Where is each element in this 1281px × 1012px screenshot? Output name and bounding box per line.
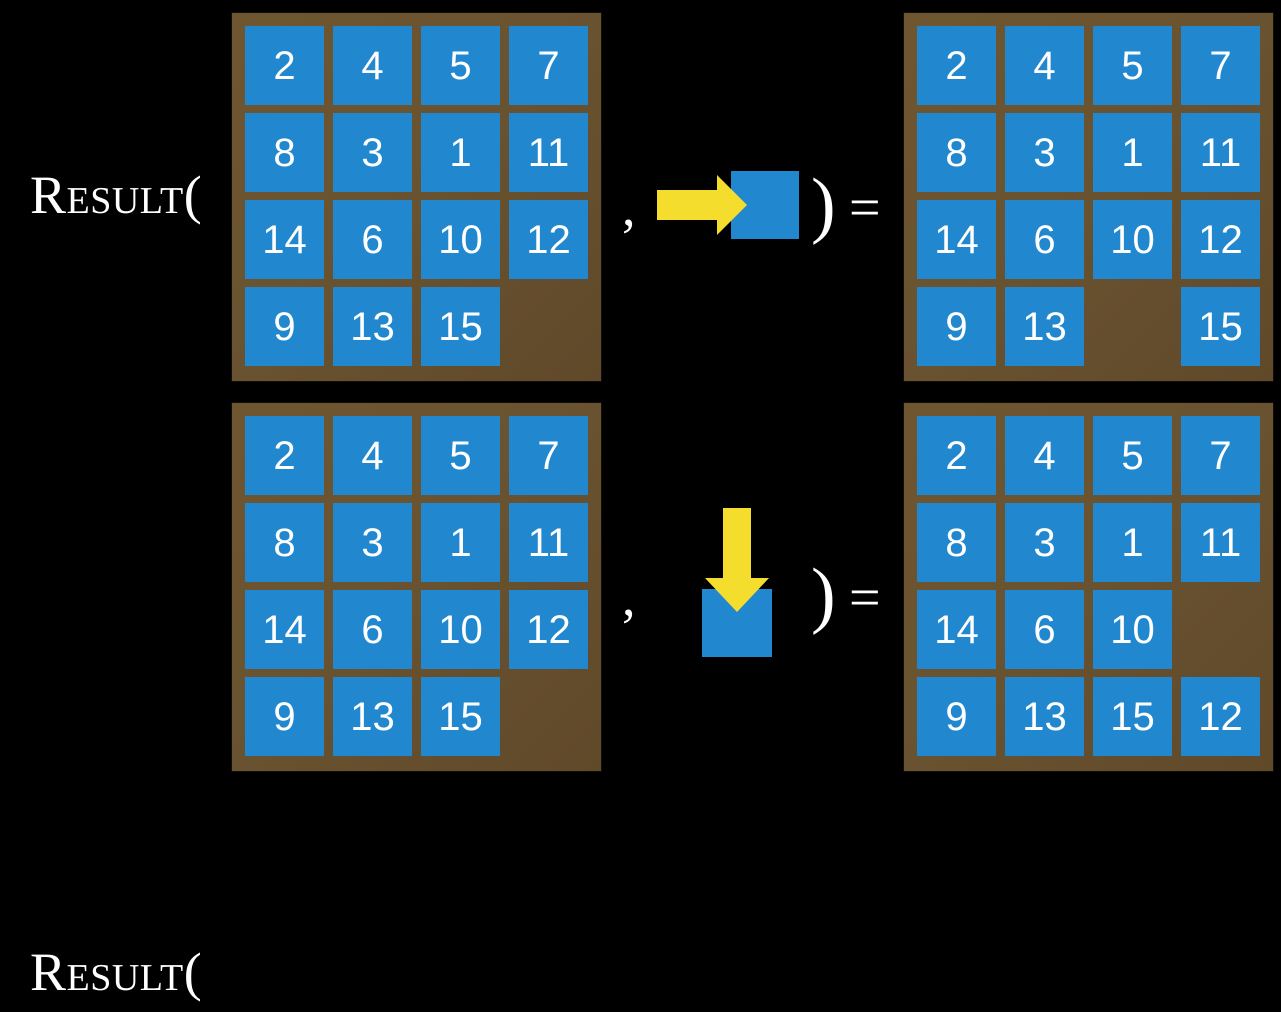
tile[interactable]: 11 (1181, 113, 1260, 192)
tile[interactable]: 6 (333, 590, 412, 669)
tile[interactable]: 6 (1005, 200, 1084, 279)
tile-blank[interactable] (509, 287, 588, 366)
output-board-1-grid: 2 4 5 7 8 3 1 11 14 6 10 12 9 13 15 (917, 26, 1260, 368)
equals-sign: = (849, 177, 881, 239)
close-paren: ) (811, 554, 836, 636)
tile[interactable]: 6 (333, 200, 412, 279)
input-board-1-grid: 2 4 5 7 8 3 1 11 14 6 10 12 9 13 15 (245, 26, 588, 368)
tile[interactable]: 3 (1005, 503, 1084, 582)
tile[interactable]: 1 (1093, 503, 1172, 582)
tile[interactable]: 4 (1005, 26, 1084, 105)
tile[interactable]: 1 (1093, 113, 1172, 192)
tile[interactable]: 4 (333, 416, 412, 495)
arrow-down-icon (705, 508, 769, 612)
close-paren: ) (811, 164, 836, 246)
tile[interactable]: 15 (1181, 287, 1260, 366)
tile[interactable]: 13 (333, 287, 412, 366)
operand-area-2: , ) = (601, 390, 901, 780)
tile[interactable]: 12 (1181, 200, 1260, 279)
tile[interactable]: 5 (1093, 26, 1172, 105)
tile[interactable]: 9 (917, 677, 996, 756)
tile[interactable]: 10 (1093, 200, 1172, 279)
tile[interactable]: 2 (917, 26, 996, 105)
tile[interactable]: 14 (917, 590, 996, 669)
tile[interactable]: 11 (509, 503, 588, 582)
input-board-2: 2 4 5 7 8 3 1 11 14 6 10 12 9 13 15 (232, 403, 601, 771)
tile[interactable]: 11 (1181, 503, 1260, 582)
tile[interactable]: 13 (1005, 287, 1084, 366)
operand-area-1: , ) = (601, 0, 901, 390)
tile[interactable]: 12 (1181, 677, 1260, 756)
tile[interactable]: 13 (1005, 677, 1084, 756)
tile[interactable]: 11 (509, 113, 588, 192)
tile-blank[interactable] (1093, 287, 1172, 366)
tile[interactable]: 3 (333, 503, 412, 582)
tile[interactable]: 7 (509, 416, 588, 495)
tile[interactable]: 15 (1093, 677, 1172, 756)
tile[interactable]: 5 (1093, 416, 1172, 495)
move-blank-right-glyph[interactable] (651, 160, 801, 250)
tile[interactable]: 2 (917, 416, 996, 495)
tile[interactable]: 8 (917, 113, 996, 192)
output-board-2: 2 4 5 7 8 3 1 11 14 6 10 9 13 15 12 (904, 403, 1273, 771)
tile[interactable]: 14 (245, 590, 324, 669)
tile[interactable]: 8 (245, 113, 324, 192)
tile[interactable]: 2 (245, 26, 324, 105)
tile[interactable]: 9 (245, 287, 324, 366)
tile[interactable]: 5 (421, 26, 500, 105)
equation-row-2: Result( 2 4 5 7 8 3 1 11 14 6 10 12 9 13… (0, 390, 1281, 1002)
output-board-1: 2 4 5 7 8 3 1 11 14 6 10 12 9 13 15 (904, 13, 1273, 381)
tile[interactable]: 7 (509, 26, 588, 105)
tile[interactable]: 9 (245, 677, 324, 756)
equals-sign: = (849, 567, 881, 629)
tile[interactable]: 15 (421, 677, 500, 756)
tile[interactable]: 4 (1005, 416, 1084, 495)
tile[interactable]: 3 (1005, 113, 1084, 192)
input-board-1: 2 4 5 7 8 3 1 11 14 6 10 12 9 13 15 (232, 13, 601, 381)
tile[interactable]: 14 (917, 200, 996, 279)
tile[interactable]: 15 (421, 287, 500, 366)
tile[interactable]: 8 (245, 503, 324, 582)
tile[interactable]: 5 (421, 416, 500, 495)
output-board-2-grid: 2 4 5 7 8 3 1 11 14 6 10 9 13 15 12 (917, 416, 1260, 758)
tile[interactable]: 1 (421, 113, 500, 192)
tile[interactable]: 12 (509, 200, 588, 279)
tile[interactable]: 4 (333, 26, 412, 105)
tile[interactable]: 10 (421, 590, 500, 669)
tile[interactable]: 8 (917, 503, 996, 582)
tile[interactable]: 3 (333, 113, 412, 192)
tile-blank[interactable] (1181, 590, 1260, 669)
tile[interactable]: 13 (333, 677, 412, 756)
tile[interactable]: 10 (421, 200, 500, 279)
comma-separator: , (622, 567, 636, 627)
tile[interactable]: 6 (1005, 590, 1084, 669)
equation-row-1: Result( 2 4 5 7 8 3 1 11 14 6 10 12 9 13… (0, 0, 1281, 390)
tile[interactable]: 1 (421, 503, 500, 582)
tile[interactable]: 12 (509, 590, 588, 669)
comma-separator: , (622, 177, 636, 237)
arrow-right-icon (657, 175, 747, 235)
move-blank-down-glyph[interactable] (691, 500, 801, 680)
tile[interactable]: 14 (245, 200, 324, 279)
tile[interactable]: 10 (1093, 590, 1172, 669)
tile[interactable]: 9 (917, 287, 996, 366)
tile-blank[interactable] (509, 677, 588, 756)
result-function-label-2: Result( (30, 942, 203, 1002)
input-board-2-grid: 2 4 5 7 8 3 1 11 14 6 10 12 9 13 15 (245, 416, 588, 758)
tile[interactable]: 2 (245, 416, 324, 495)
result-function-label-1: Result( (30, 165, 203, 225)
tile[interactable]: 7 (1181, 26, 1260, 105)
tile[interactable]: 7 (1181, 416, 1260, 495)
